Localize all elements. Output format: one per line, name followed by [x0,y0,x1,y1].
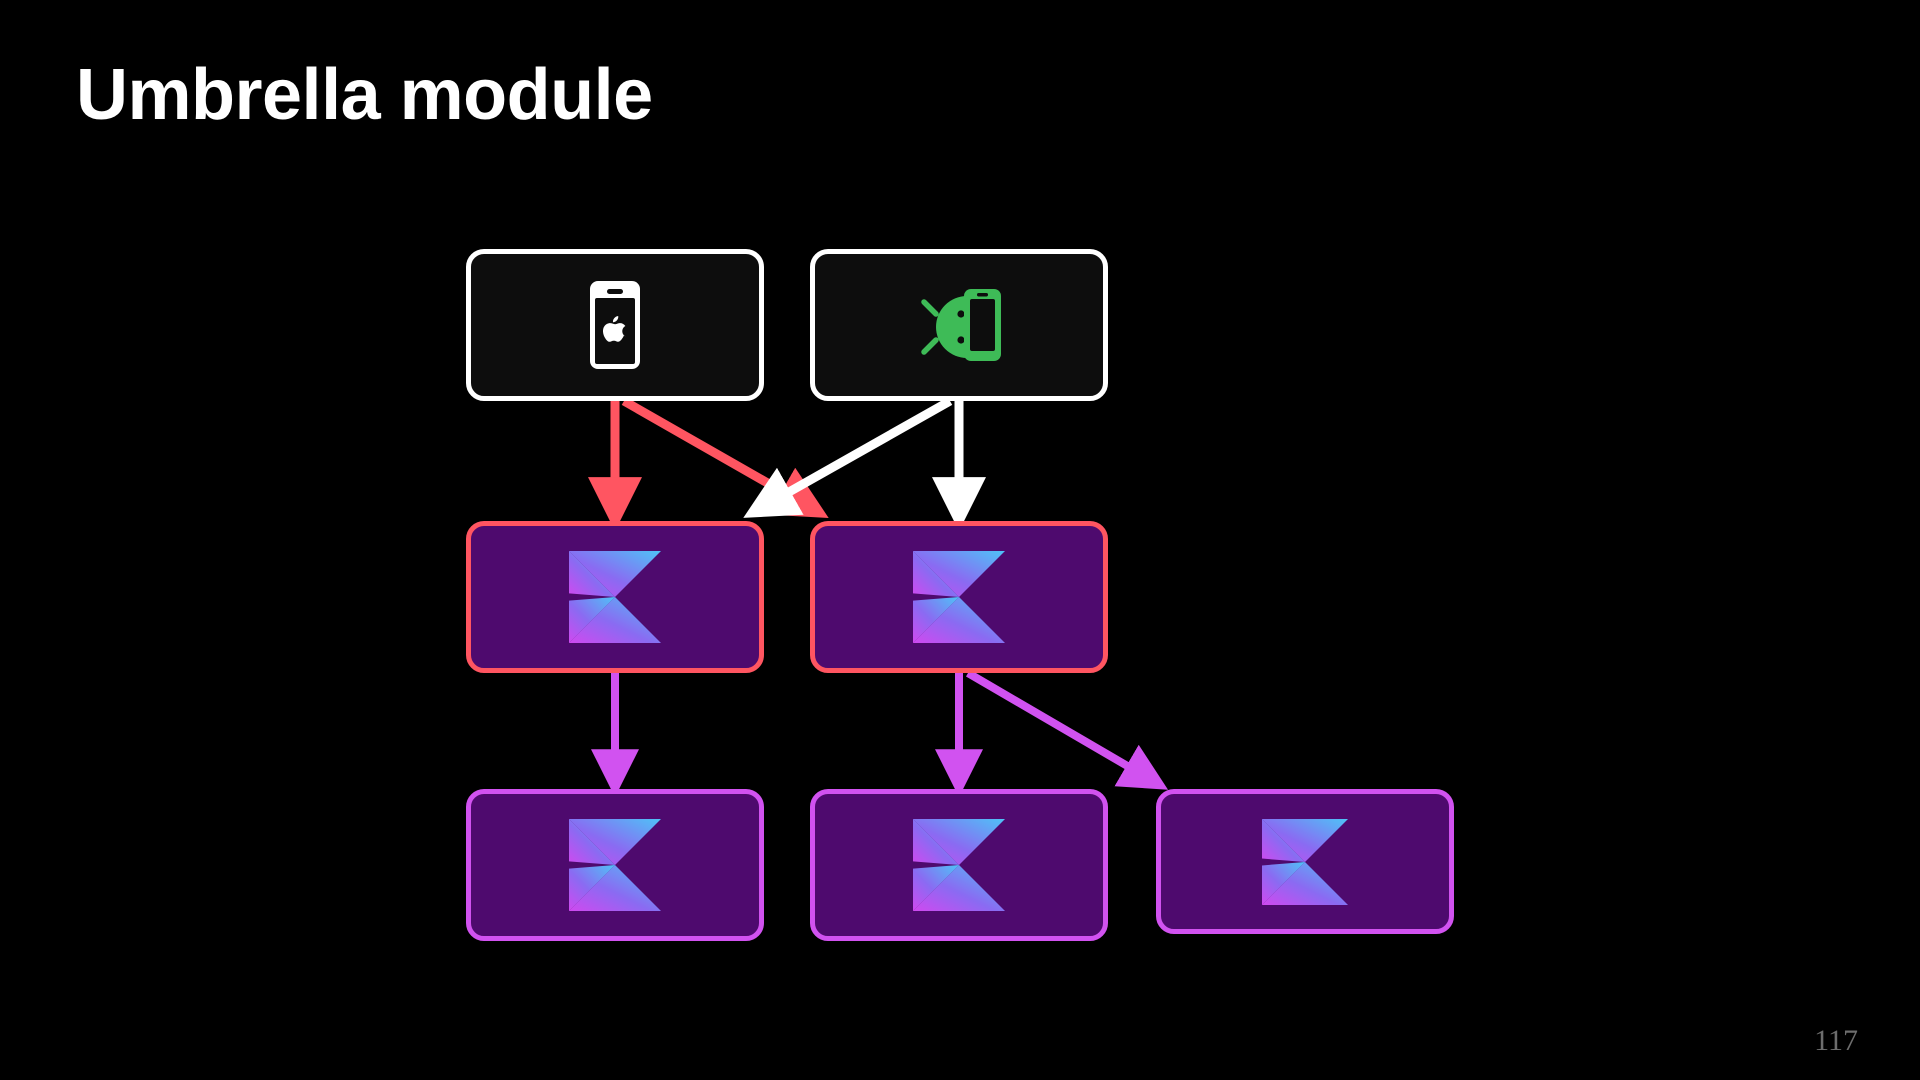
kmp-logo-icon [913,819,1005,911]
edge-android-to-umbrella-left [743,397,953,518]
node-feature-c[interactable] [1156,789,1454,934]
apple-logo-icon [602,316,626,342]
node-feature-b[interactable] [810,789,1108,941]
ios-phone-icon [590,281,640,369]
edge-umbrella-right-to-feature-c [965,669,1169,790]
node-umbrella-left[interactable] [466,521,764,673]
ios-speaker-slot [607,289,623,294]
page-number: 117 [1814,1024,1858,1057]
node-feature-a[interactable] [466,789,764,941]
node-umbrella-right[interactable] [810,521,1108,673]
node-android-app[interactable] [810,249,1108,401]
kmp-logo-icon [913,551,1005,643]
ios-screen [595,298,635,364]
page-title: Umbrella module [76,55,653,135]
node-ios-app[interactable] [466,249,764,401]
kmp-logo-icon [569,819,661,911]
edge-ios-to-umbrella-right [621,397,829,518]
kmp-logo-icon [569,551,661,643]
kmp-logo-icon [1262,818,1348,905]
android-robot-icon [921,289,1001,361]
